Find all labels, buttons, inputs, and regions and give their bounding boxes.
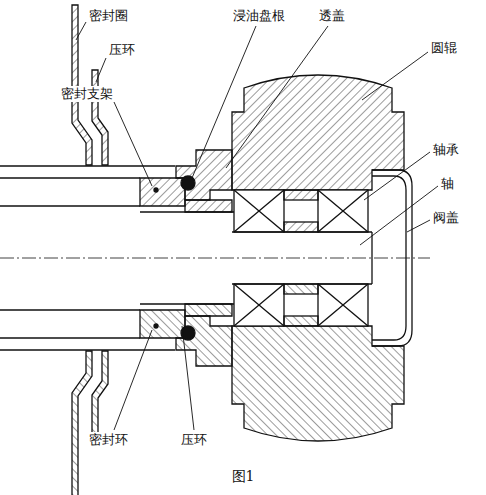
figure-caption: 图1 xyxy=(232,468,255,486)
part-label: 阀盖 xyxy=(432,210,460,226)
part-label: 密封圈 xyxy=(88,8,129,24)
part-label: 压环 xyxy=(180,432,208,448)
part-label: 透盖 xyxy=(318,8,346,24)
part-label: 轴承 xyxy=(432,142,460,158)
part-label: 轴 xyxy=(440,176,455,192)
part-label: 密封环 xyxy=(88,432,129,448)
part-label: 压环 xyxy=(108,42,136,58)
part-label: 浸油盘根 xyxy=(232,8,286,24)
part-label: 圆辊 xyxy=(430,40,458,56)
leader-lines xyxy=(76,22,438,430)
part-label: 密封支架 xyxy=(60,86,114,102)
